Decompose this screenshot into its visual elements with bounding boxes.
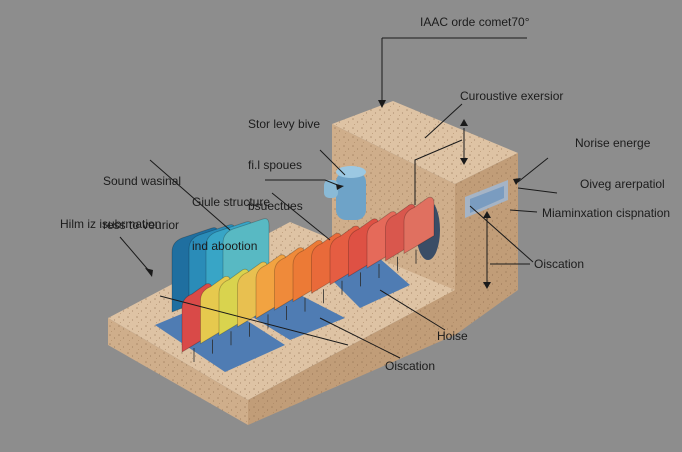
leader-line — [517, 187, 558, 194]
arrowhead — [460, 119, 468, 126]
oiscation-right-label: Oiscation — [534, 257, 585, 271]
leader-line — [319, 149, 346, 176]
arrowhead — [513, 178, 521, 185]
leader-line — [469, 205, 534, 263]
leader-line — [149, 159, 231, 231]
leader-line — [265, 179, 341, 187]
stor-levy-line-1: Stor levy bive — [248, 116, 321, 131]
giule-label: Giule structure ind abootion — [192, 168, 270, 268]
leader-line — [509, 209, 538, 213]
miaminxation-label: Miaminxation cispnation — [542, 206, 671, 220]
side-window — [465, 180, 508, 218]
acoustic-fin-panel — [403, 196, 435, 255]
leader-line — [517, 157, 549, 183]
oiveg-label: Oiveg arerpatiol — [580, 177, 665, 191]
hoise-label: Hoise — [437, 329, 468, 343]
leader-line — [414, 139, 463, 205]
sound-line-1: Sound wasinal — [103, 173, 182, 188]
sound-label: Sound wasinal ress to veurior — [103, 147, 181, 247]
arrowhead — [483, 282, 491, 289]
giule-line-1: Giule structure — [192, 194, 271, 209]
arrowheads — [145, 100, 521, 289]
oiscation-bottom-label: Oiscation — [385, 359, 436, 373]
arrowhead — [483, 211, 491, 218]
leader-line — [119, 236, 151, 273]
leader-line — [424, 103, 463, 139]
arrowhead — [378, 100, 386, 108]
sensor-cylinder — [324, 166, 366, 220]
noise-energe-label: Norise energe — [575, 136, 651, 150]
leader-line — [271, 192, 331, 241]
giule-line-2: ind abootion — [192, 238, 258, 253]
sound-line-2: ress to veurior — [103, 217, 180, 232]
leader-lines — [119, 37, 558, 359]
arrowhead — [336, 184, 344, 190]
curoustive-label: Curoustive exersior — [460, 89, 564, 103]
stor-levy-line-3: bsuectues — [248, 199, 303, 214]
leader-line — [319, 317, 401, 359]
leader-line — [379, 289, 446, 331]
leader-line — [159, 295, 349, 346]
stor-levy-line-2: fi.l spoues — [248, 157, 303, 172]
arrowhead — [460, 158, 468, 165]
arrowhead — [145, 268, 153, 277]
stor-levy-label: Stor levy bive fi.l spoues bsuectues — [248, 90, 320, 228]
hilm-label: Hilm iz isubrmation — [60, 217, 162, 231]
title-label: IAAC orde comet70° — [420, 15, 530, 29]
